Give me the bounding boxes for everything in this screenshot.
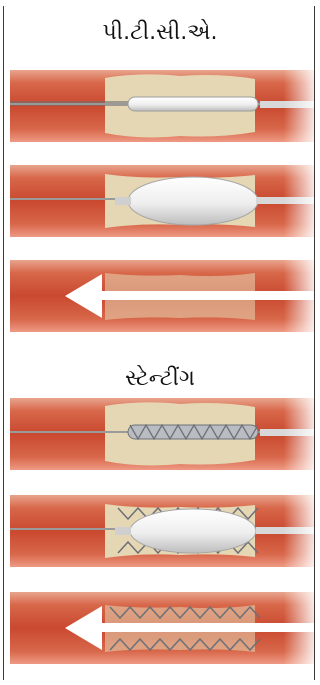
ptca-step-1-panel [10, 70, 314, 142]
balloon-catheter-icon [10, 70, 314, 142]
stenting-step-1-panel [10, 398, 314, 470]
stent-expanded-icon [10, 495, 314, 567]
ptca-step-2-panel [10, 165, 314, 237]
withdraw-arrow-icon [10, 260, 314, 332]
stent-catheter-icon [10, 398, 314, 470]
ptca-heading: પી.ટી.સી.એ. [0, 20, 320, 45]
stenting-step-3-panel [10, 592, 314, 664]
ptca-step-3-panel [10, 260, 314, 332]
stenting-heading: સ્ટેન્ટીંગ [0, 366, 320, 391]
inflated-balloon-icon [10, 165, 314, 237]
stent-withdraw-arrow-icon [10, 592, 314, 664]
stenting-step-2-panel [10, 495, 314, 567]
